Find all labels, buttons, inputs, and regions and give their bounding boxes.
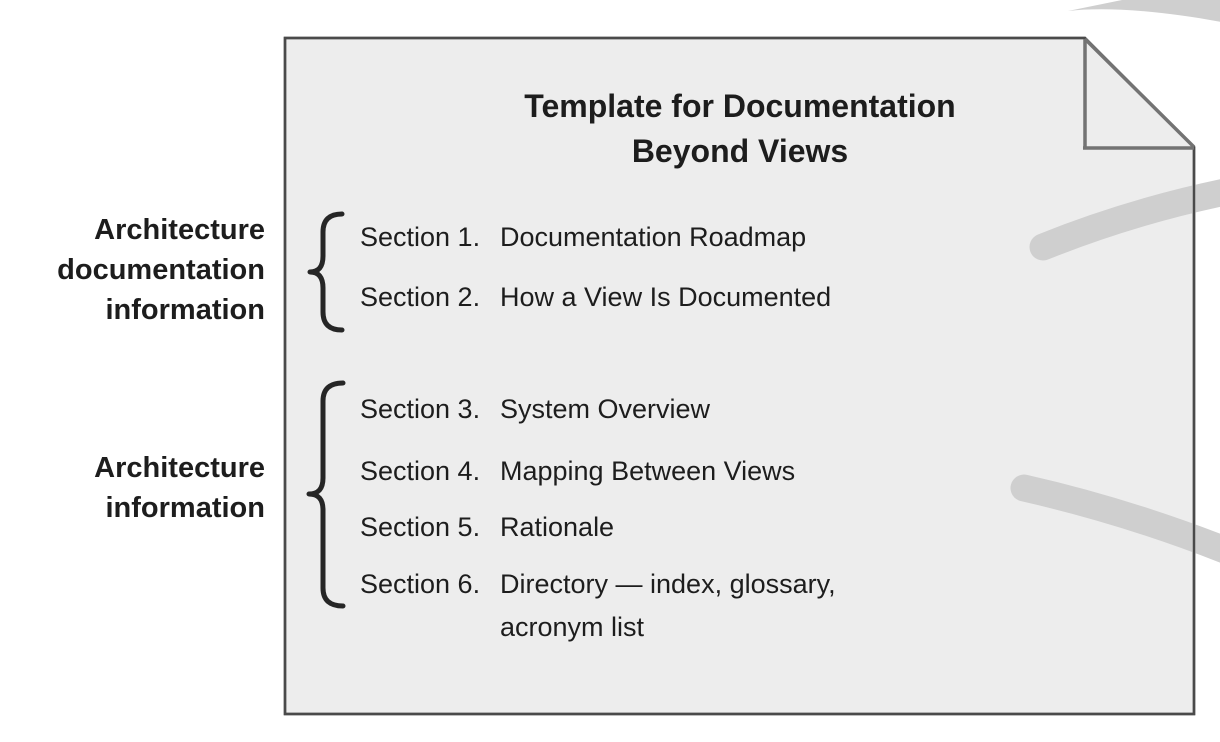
group-label-line: documentation <box>57 254 265 286</box>
swoosh-lower-right-icon <box>1010 474 1220 563</box>
swoosh-top-icon <box>1068 0 1220 22</box>
group-label-line: information <box>105 294 266 326</box>
page-title: Template for Documentation Beyond Views <box>440 84 1040 174</box>
group-label-architecture-documentation-information: Architecture documentation information <box>0 210 265 330</box>
section-row-6: Section 6. Directory — index, glossary, … <box>360 563 905 649</box>
section-title: How a View Is Documented <box>500 282 832 312</box>
section-number: Section 3. <box>360 394 481 424</box>
section-row-3: Section 3. System Overview <box>360 388 905 431</box>
section-row-4: Section 4. Mapping Between Views <box>360 450 905 493</box>
section-row-1: Section 1. Documentation Roadmap <box>360 216 905 259</box>
section-title: Mapping Between Views <box>500 456 796 486</box>
section-row-5: Section 5. Rationale <box>360 506 905 549</box>
group1-brace-icon <box>307 211 345 333</box>
page-title-line1: Template for Documentation <box>524 88 956 124</box>
section-title: Rationale <box>500 512 615 542</box>
group-label-architecture-information: Architecture information <box>0 448 265 528</box>
group-label-line: Architecture <box>94 214 265 246</box>
section-title: Directory — index, glossary, acronym lis… <box>500 569 836 642</box>
section-number: Section 2. <box>360 282 481 312</box>
page-title-line2: Beyond Views <box>631 133 849 169</box>
folded-corner-icon <box>1083 37 1196 150</box>
section-number: Section 1. <box>360 222 481 252</box>
document-page-border <box>283 36 1196 716</box>
group-label-line: information <box>105 492 266 524</box>
section-title: Documentation Roadmap <box>500 222 807 252</box>
group-label-line: Architecture <box>94 452 265 484</box>
section-title: System Overview <box>500 394 711 424</box>
section-number: Section 5. <box>360 512 481 542</box>
section-number: Section 6. <box>360 569 481 599</box>
swoosh-right-icon <box>1029 179 1220 261</box>
section-row-2: Section 2. How a View Is Documented <box>360 276 905 319</box>
group2-brace-icon <box>306 380 346 609</box>
section-number: Section 4. <box>360 456 481 486</box>
